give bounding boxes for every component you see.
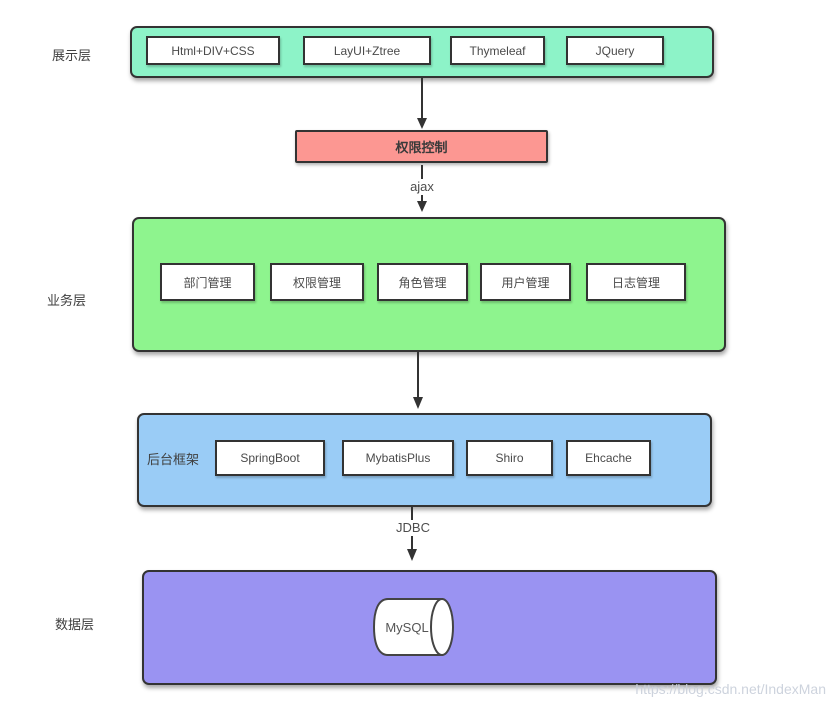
- node-user-mgmt: 用户管理: [480, 263, 571, 301]
- mysql-label: MySQL: [385, 620, 428, 635]
- node-springboot: SpringBoot: [215, 440, 325, 476]
- csdn-watermark: https://blog.csdn.net/IndexMan: [635, 681, 826, 697]
- business-layer-container: 部门管理 权限管理 角色管理 用户管理 日志管理: [132, 217, 726, 352]
- node-role-mgmt: 角色管理: [377, 263, 468, 301]
- arrow-business-to-backend: [413, 351, 423, 409]
- node-log-mgmt: 日志管理: [586, 263, 686, 301]
- arrow-presentation-to-permission: [417, 76, 427, 129]
- node-jquery: JQuery: [566, 36, 664, 65]
- label-business-layer: 业务层: [47, 293, 87, 308]
- permission-control-box: 权限控制: [295, 130, 548, 163]
- node-thymeleaf: Thymeleaf: [450, 36, 545, 65]
- node-department-mgmt: 部门管理: [160, 263, 255, 301]
- ajax-connector-label: ajax: [402, 179, 442, 195]
- backend-framework-container: 后台框架 SpringBoot MybatisPlus Shiro Ehcach…: [137, 413, 712, 507]
- label-backend-framework: 后台框架: [147, 452, 200, 467]
- data-layer-container: MySQL: [142, 570, 717, 685]
- node-shiro: Shiro: [466, 440, 553, 476]
- node-html-div-css: Html+DIV+CSS: [146, 36, 280, 65]
- node-mybatisplus: MybatisPlus: [342, 440, 454, 476]
- presentation-layer-container: Html+DIV+CSS LayUI+Ztree Thymeleaf JQuer…: [130, 26, 714, 78]
- jdbc-connector-label: JDBC: [391, 520, 435, 536]
- label-presentation-layer: 展示层: [52, 48, 92, 63]
- node-permission-mgmt: 权限管理: [270, 263, 364, 301]
- node-ehcache: Ehcache: [566, 440, 651, 476]
- node-layui-ztree: LayUI+Ztree: [303, 36, 431, 65]
- label-data-layer: 数据层: [55, 617, 95, 632]
- mysql-database-icon: MySQL: [372, 598, 454, 656]
